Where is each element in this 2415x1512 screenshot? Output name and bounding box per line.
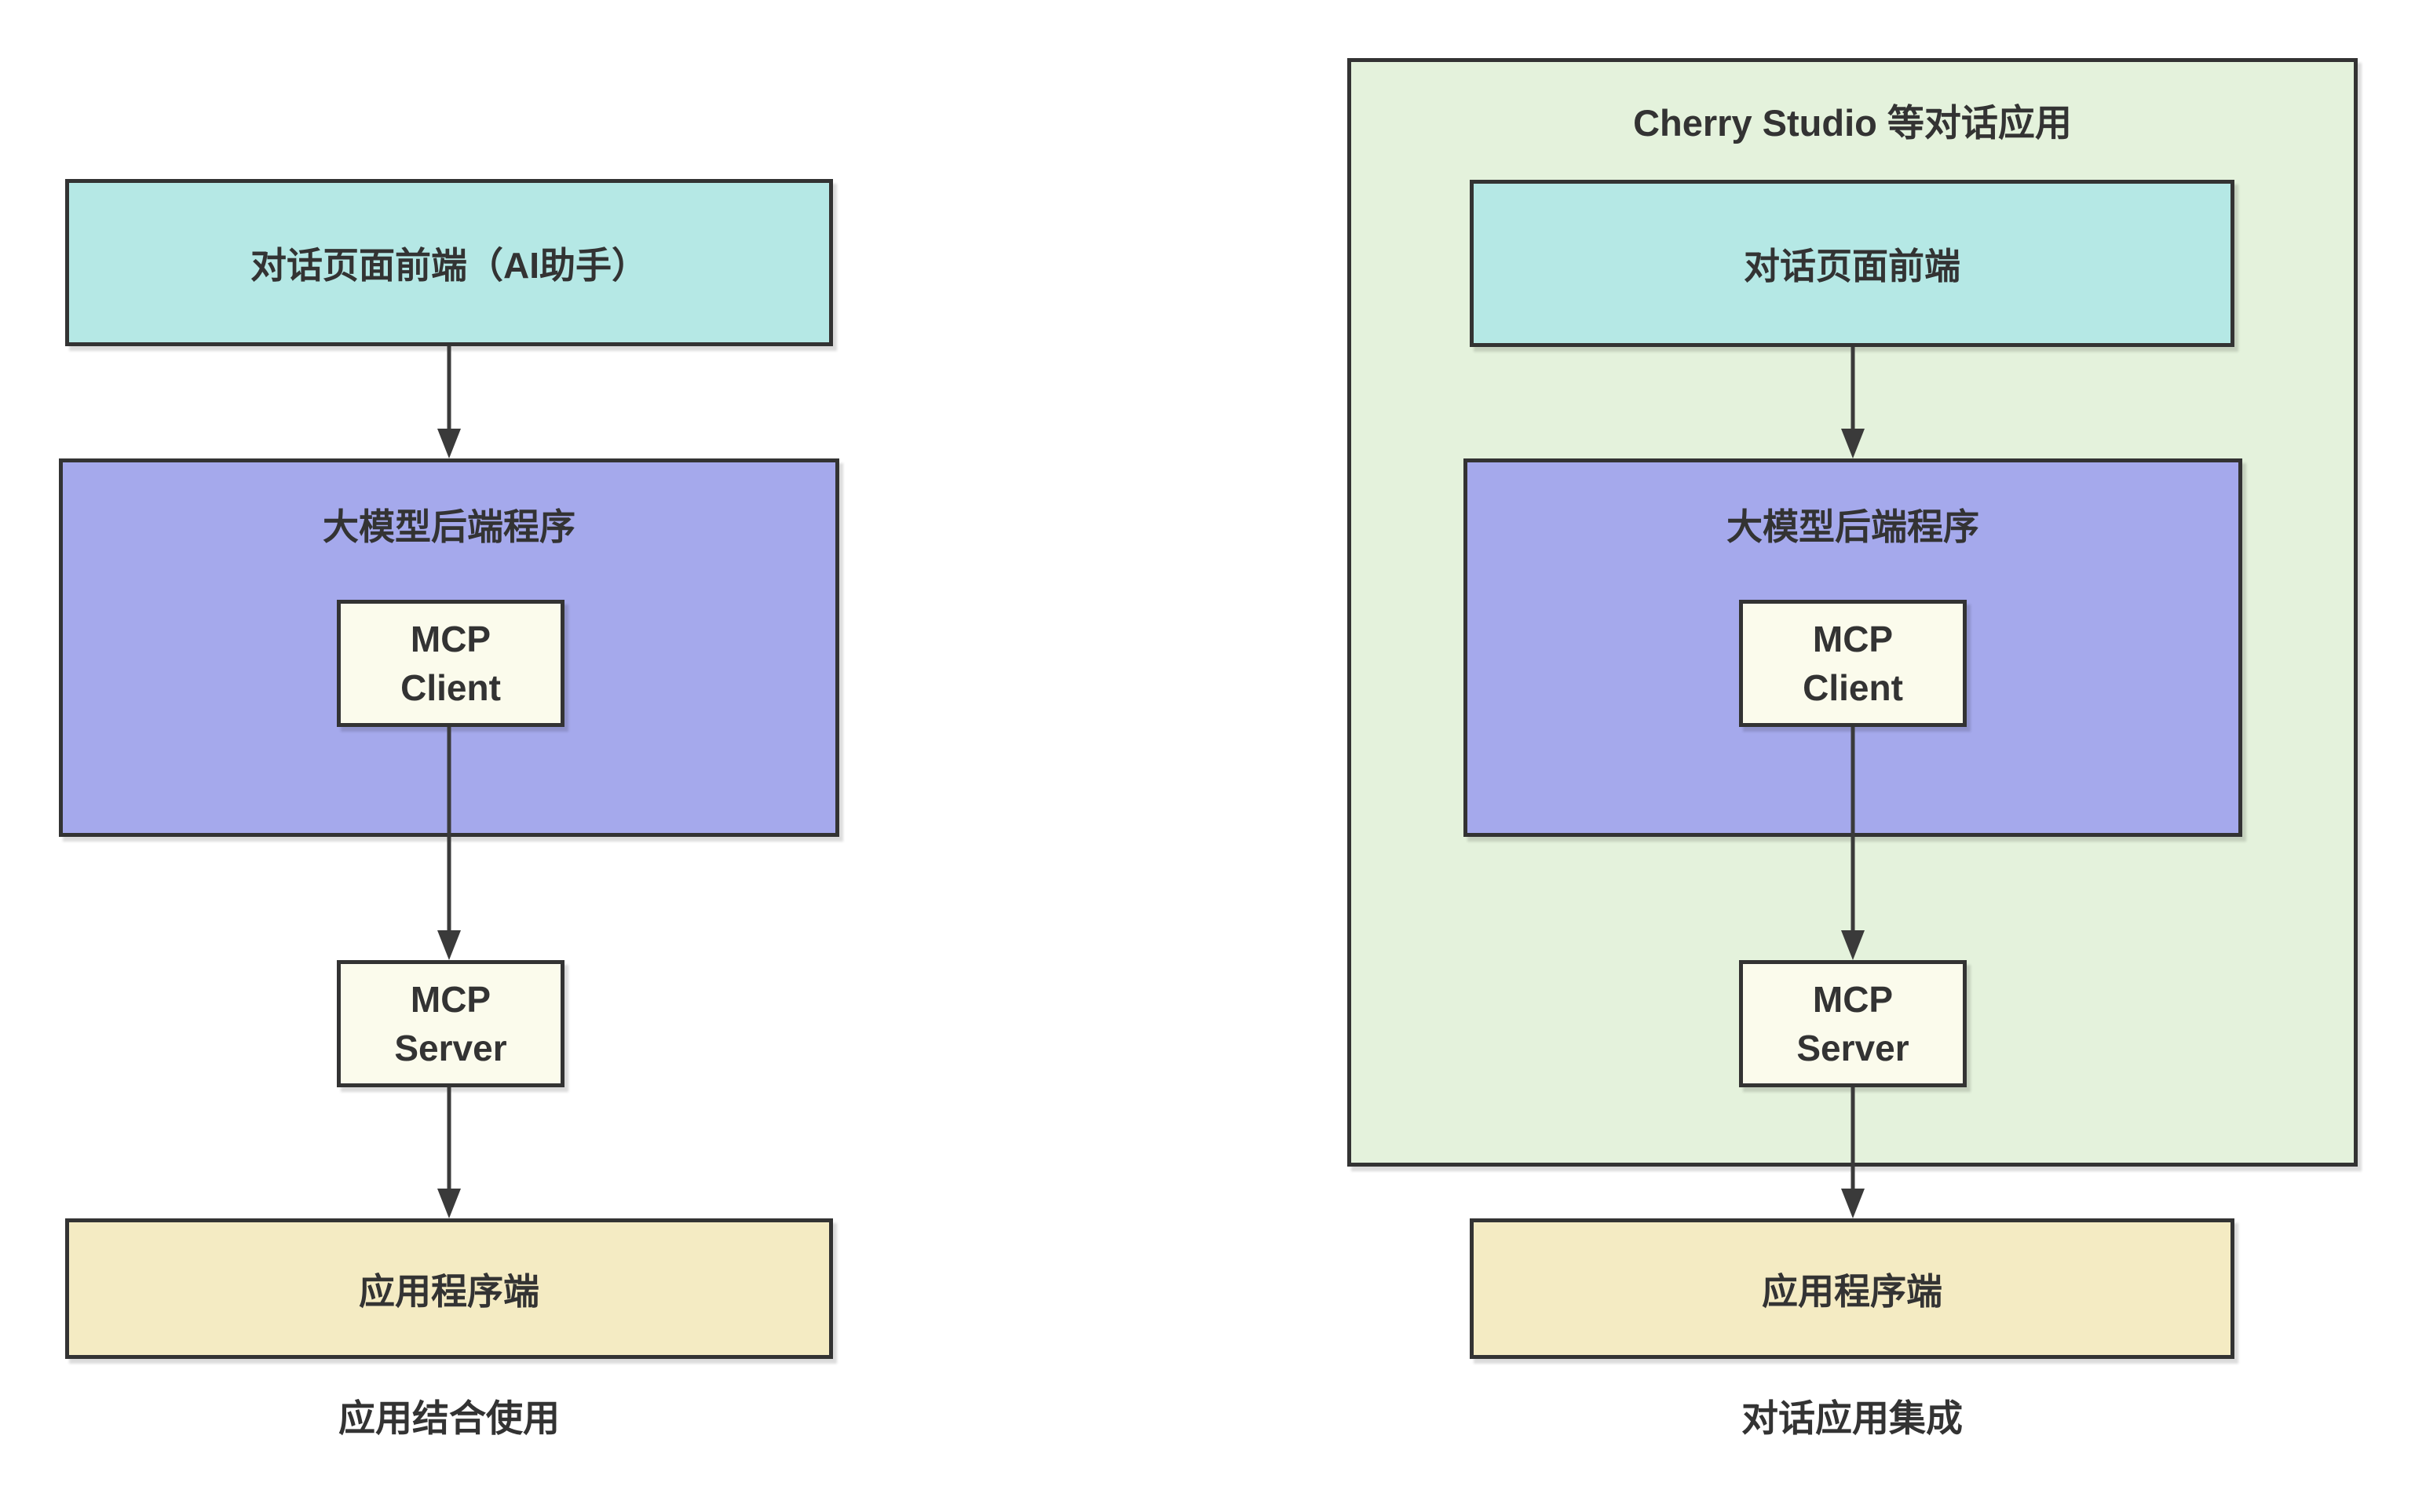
right-app-box: 应用程序端 [1470, 1218, 2234, 1359]
left-mcp-server-line1: MCP [410, 978, 491, 1020]
right-mcp-server-line1: MCP [1812, 978, 1894, 1020]
left-mcp-server-line2: Server [394, 1028, 507, 1068]
right-frontend-label: 对话页面前端 [1744, 245, 1960, 287]
left-app-label: 应用程序端 [359, 1270, 539, 1312]
left-mcp-client-box: MCP Client [337, 600, 564, 727]
right-mcp-client-line1: MCP [1812, 618, 1894, 659]
right-mcp-client-box: MCP Client [1739, 600, 1967, 727]
left-mcp-client-line2: Client [400, 667, 501, 708]
right-backend-label: 大模型后端程序 [1726, 506, 1979, 547]
right-frontend-box: 对话页面前端 [1470, 180, 2234, 347]
right-container-title: Cherry Studio 等对话应用 [1633, 102, 2072, 144]
right-mcp-client-line2: Client [1803, 667, 1903, 708]
left-caption: 应用结合使用 [338, 1397, 560, 1439]
left-backend-label: 大模型后端程序 [323, 506, 575, 547]
left-app-box: 应用程序端 [65, 1218, 833, 1359]
left-frontend-box: 对话页面前端（AI助手） [65, 179, 833, 346]
arrow-left-server-to-app [437, 1087, 461, 1218]
right-mcp-server-box: MCP Server [1739, 960, 1967, 1087]
right-app-label: 应用程序端 [1762, 1270, 1942, 1312]
right-mcp-server-line2: Server [1796, 1028, 1909, 1068]
arrow-left-frontend-to-backend [437, 346, 461, 458]
left-frontend-label: 对话页面前端（AI助手） [250, 244, 648, 286]
left-mcp-client-line1: MCP [410, 618, 491, 659]
left-mcp-server-box: MCP Server [337, 960, 564, 1087]
right-caption: 对话应用集成 [1741, 1397, 1963, 1439]
